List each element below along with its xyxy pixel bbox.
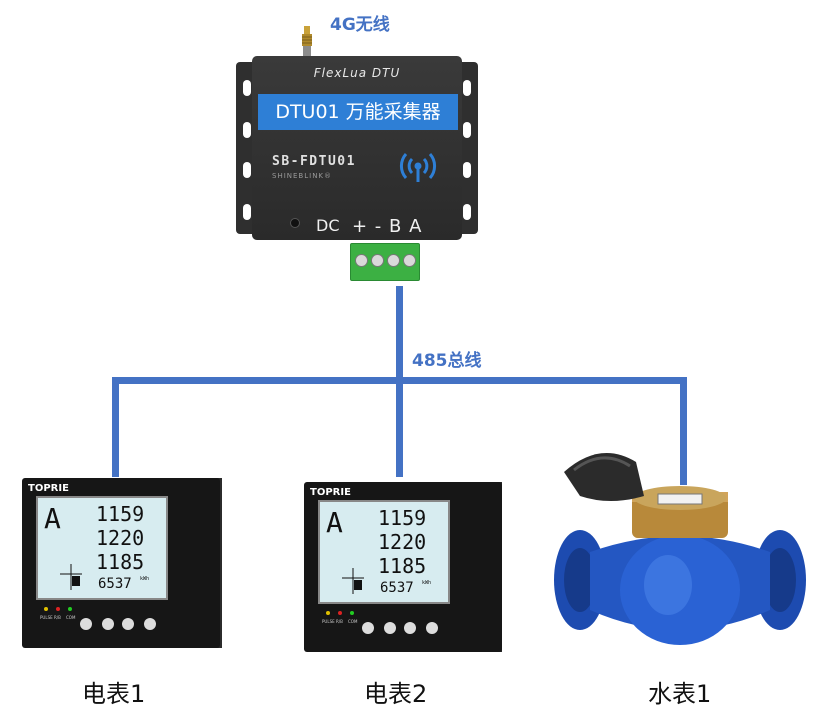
led-label-pulse: PULSE: [322, 619, 335, 624]
wireless-signal-icon: [396, 148, 440, 184]
bus-drop-water-meter: [680, 377, 687, 485]
dtu-model: SB-FDTU01: [272, 154, 356, 169]
dtu-brand: FlexLua DTU: [313, 66, 401, 80]
meter-panel: TOPRIE A 1159 1220 1185 6537 kWh PULSE R…: [22, 478, 220, 648]
meter-1-label: 电表1: [82, 680, 146, 708]
meter-reading-3: 1185: [96, 550, 145, 574]
led-label-com: COM: [348, 619, 358, 624]
bus-label: 485总线: [412, 351, 482, 371]
meter-back-button[interactable]: [144, 618, 156, 630]
meter-reading-1: 1159: [96, 502, 145, 526]
meter-left-button[interactable]: [384, 622, 396, 634]
dc-port-label: DC: [316, 216, 340, 235]
led-label-rb: R/B: [54, 615, 61, 620]
meter-display: A 1159 1220 1185 6537 kWh: [36, 496, 168, 600]
meter-reading-2: 1220: [96, 526, 145, 550]
meter-right-button[interactable]: [122, 618, 134, 630]
meter-display: A 1159 1220 1185 6537 kWh: [318, 500, 450, 604]
dtu-body: FlexLua DTU DTU01 万能采集器 SB-FDTU01 SHINEB…: [252, 56, 462, 240]
power-led-icon: [290, 218, 300, 228]
meter-mode: A: [44, 502, 61, 535]
meter-reading-3: 1185: [378, 554, 427, 578]
water-meter-label: 水表1: [648, 680, 712, 708]
quadrant-icon: [60, 564, 82, 590]
meter-mode: A: [326, 506, 343, 539]
meter-2-label: 电表2: [364, 680, 428, 708]
terminal-label: + - B A: [352, 216, 423, 237]
meter-left-button[interactable]: [102, 618, 114, 630]
led-label-pulse: PULSE: [40, 615, 53, 620]
meter-energy-unit: kWh: [422, 580, 432, 586]
meter-set-button[interactable]: [362, 622, 374, 634]
meter-back-button[interactable]: [426, 622, 438, 634]
water-meter-icon: [540, 440, 820, 665]
dtu-maker: SHINEBLINK®: [272, 172, 333, 180]
meter-logo: TOPRIE: [310, 487, 351, 498]
terminal-block: [350, 243, 420, 281]
led-label-com: COM: [66, 615, 76, 620]
led-label-rb: R/B: [336, 619, 343, 624]
meter-set-button[interactable]: [80, 618, 92, 630]
meter-energy: 6537: [98, 576, 132, 592]
meter-panel: TOPRIE A 1159 1220 1185 6537 kWh PULSE R…: [304, 482, 502, 652]
meter-right-button[interactable]: [404, 622, 416, 634]
meter-energy-unit: kWh: [140, 576, 150, 582]
meter-reading-1: 1159: [378, 506, 427, 530]
dtu-title: DTU01 万能采集器: [258, 94, 458, 130]
antenna-icon: [301, 26, 313, 60]
meter-energy: 6537: [380, 580, 414, 596]
quadrant-icon: [342, 568, 364, 594]
bus-drop-meter-1: [112, 377, 119, 477]
wireless-label: 4G无线: [330, 15, 390, 35]
meter-reading-2: 1220: [378, 530, 427, 554]
meter-logo: TOPRIE: [28, 483, 69, 494]
bus-horizontal: [112, 377, 687, 384]
